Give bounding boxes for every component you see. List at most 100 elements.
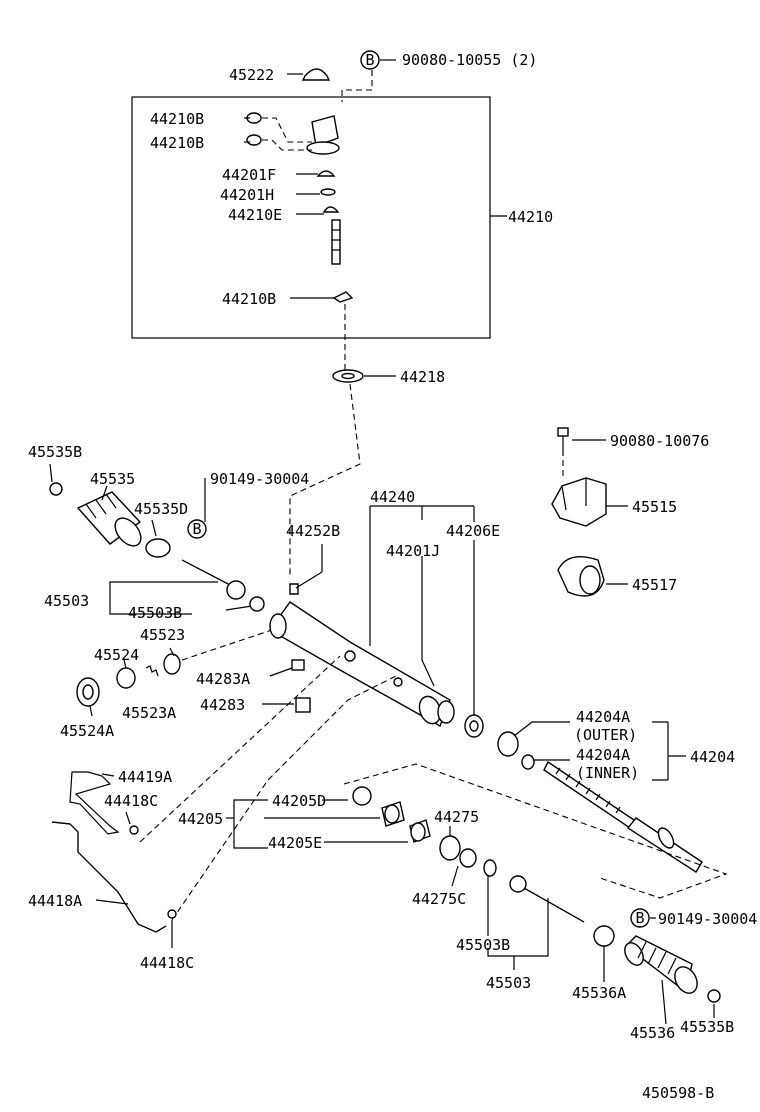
part-45536-boot[interactable] [621, 935, 702, 997]
part-45523[interactable] [163, 653, 181, 675]
part-45524A[interactable] [76, 677, 100, 707]
part-45515-bracket[interactable] [551, 477, 607, 527]
svg-text:B: B [635, 909, 644, 927]
part-45503B-left[interactable] [249, 596, 265, 612]
part-44275C[interactable] [459, 848, 477, 868]
part-44283A[interactable] [291, 659, 305, 671]
part-44210B-b[interactable] [246, 134, 262, 146]
part-44252B[interactable] [289, 583, 299, 595]
label-44206E: 44206E [446, 522, 500, 540]
label-44210: 44210 [508, 208, 553, 226]
part-44206E[interactable] [464, 714, 484, 738]
part-45524[interactable] [116, 667, 136, 689]
part-45222[interactable] [301, 68, 331, 81]
part-44205E[interactable] [409, 819, 431, 843]
label-45523: 45523 [140, 626, 185, 644]
part-44201H[interactable] [320, 188, 336, 196]
label-90149-30004-top: 90149-30004 [210, 470, 309, 488]
label-44418C-bottom: 44418C [140, 954, 194, 972]
svg-text:B: B [365, 51, 374, 69]
svg-text:B: B [192, 520, 201, 538]
part-44204A-inner[interactable] [521, 754, 535, 770]
label-44204A-outer: 44204A [576, 708, 630, 726]
label-44205: 44205 [178, 810, 223, 828]
label-45503-bottom: 45503 [486, 974, 531, 992]
part-44204-rack-bar[interactable] [543, 760, 703, 873]
label-90080-10076: 90080-10076 [610, 432, 709, 450]
label-45535B-bottom: 45535B [680, 1018, 734, 1036]
label-outer: (OUTER) [574, 726, 637, 744]
label-44218: 44218 [400, 368, 445, 386]
part-45535B-top[interactable] [49, 482, 63, 496]
part-44204A-outer[interactable] [497, 731, 519, 757]
part-45523A-spring[interactable] [145, 665, 159, 677]
label-45517: 45517 [632, 576, 677, 594]
label-45536: 45536 [630, 1024, 675, 1042]
label-44205E: 44205E [268, 834, 322, 852]
b-circle-top: B [360, 50, 380, 70]
label-44418C-top: 44418C [104, 792, 158, 810]
part-44419A-tube[interactable] [51, 771, 167, 933]
label-44283: 44283 [200, 696, 245, 714]
label-44418A: 44418A [28, 892, 82, 910]
part-44275[interactable] [439, 835, 461, 861]
label-45222: 45222 [229, 66, 274, 84]
label-45503B-bottom: 45503B [456, 936, 510, 954]
part-44418C-bottom[interactable] [167, 909, 177, 919]
part-44210E[interactable] [322, 206, 340, 213]
label-45503B-left: 45503B [128, 604, 182, 622]
part-44201F[interactable] [316, 170, 336, 177]
part-45503-tie-rod-left[interactable] [181, 559, 246, 600]
label-45535D: 45535D [134, 500, 188, 518]
label-45536A: 45536A [572, 984, 626, 1002]
part-45535B-bottom[interactable] [707, 989, 721, 1003]
label-45503-left: 45503 [44, 592, 89, 610]
label-44201F: 44201F [222, 166, 276, 184]
part-45535D-clamp[interactable] [145, 538, 171, 558]
part-44418C-top[interactable] [129, 825, 139, 835]
label-90080-10055: 90080-10055 (2) [402, 51, 537, 69]
part-45503-tie-rod-right[interactable] [509, 875, 585, 923]
label-44210B-1: 44210B [150, 110, 204, 128]
label-44210B-3: 44210B [222, 290, 276, 308]
part-44218[interactable] [332, 369, 364, 383]
label-44275C: 44275C [412, 890, 466, 908]
part-44283[interactable] [295, 697, 311, 713]
b-circle-mid: B [187, 519, 207, 539]
label-90149-30004-bottom: 90149-30004 [658, 910, 757, 928]
label-45515: 45515 [632, 498, 677, 516]
label-45535B-top: 45535B [28, 443, 82, 461]
label-44283A: 44283A [196, 670, 250, 688]
part-45517-grommet[interactable] [557, 556, 605, 597]
label-44419A: 44419A [118, 768, 172, 786]
label-45523A: 45523A [122, 704, 176, 722]
part-45535-boot[interactable] [76, 491, 146, 551]
part-45503B-bottom[interactable] [483, 859, 497, 877]
label-44252B: 44252B [286, 522, 340, 540]
label-44204A-inner: 44204A [576, 746, 630, 764]
part-44205D[interactable] [352, 786, 372, 806]
label-44240: 44240 [370, 488, 415, 506]
part-valve-housing[interactable] [306, 115, 340, 155]
label-45524: 45524 [94, 646, 139, 664]
label-44210B-2: 44210B [150, 134, 204, 152]
part-44201J-seal[interactable] [437, 700, 455, 724]
part-pinion-shaft[interactable] [331, 219, 341, 265]
part-90080-10076-bolt[interactable] [557, 427, 569, 456]
part-44210B-c[interactable] [332, 291, 354, 303]
assembly-box-44210 [131, 96, 491, 339]
label-44210E: 44210E [228, 206, 282, 224]
label-44205D: 44205D [272, 792, 326, 810]
label-45524A: 45524A [60, 722, 114, 740]
label-diagram-id: 450598-B [642, 1084, 714, 1102]
part-44205-bushing[interactable] [381, 801, 405, 827]
label-45535: 45535 [90, 470, 135, 488]
label-44201J: 44201J [386, 542, 440, 560]
part-rack-housing[interactable] [268, 601, 451, 728]
label-inner: (INNER) [576, 764, 639, 782]
part-45536A-clamp[interactable] [593, 925, 615, 947]
label-44275: 44275 [434, 808, 479, 826]
label-44201H: 44201H [220, 186, 274, 204]
